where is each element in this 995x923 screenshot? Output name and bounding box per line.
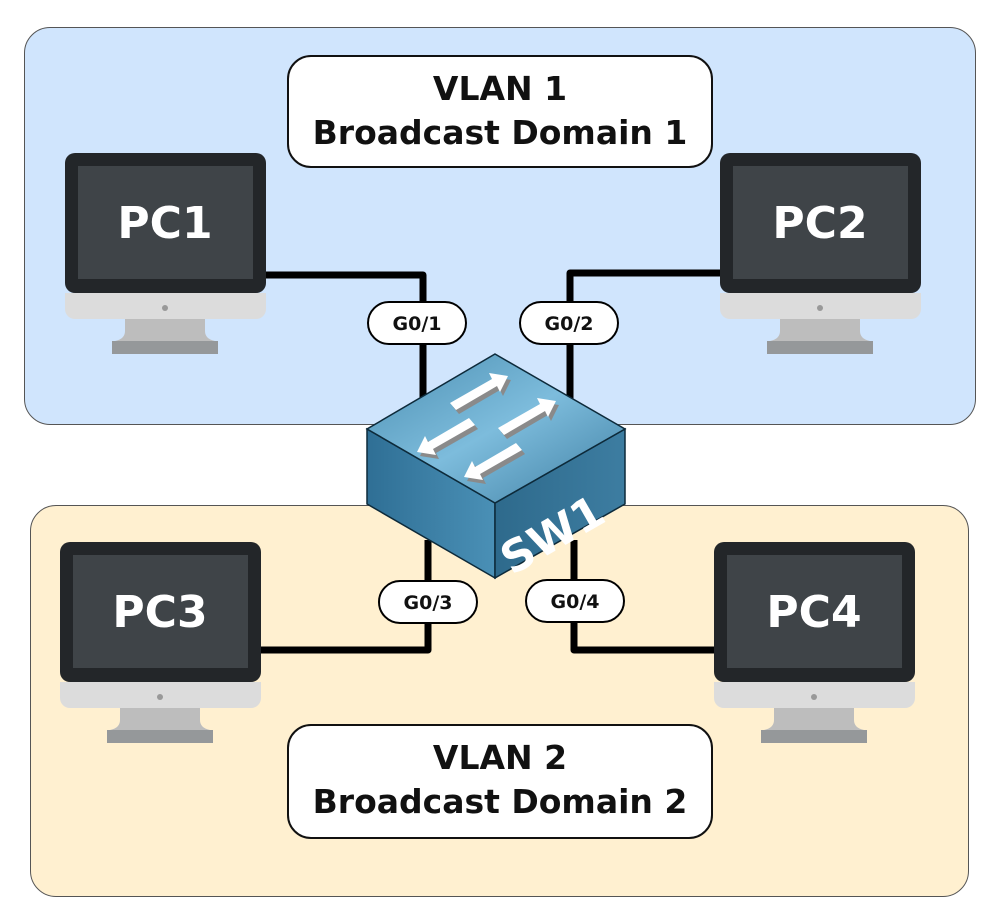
pc2-label: PC2 <box>772 198 867 249</box>
cable-pc3 <box>260 540 432 654</box>
monitor-screen <box>733 166 908 279</box>
power-led-icon <box>157 694 163 700</box>
pc4-label: PC4 <box>766 587 861 638</box>
power-led-icon <box>817 305 823 311</box>
port-g0-2-label: G0/2 <box>545 313 594 335</box>
monitor-stand <box>764 708 864 730</box>
monitor-screen <box>78 166 253 279</box>
port-g0-4: G0/4 <box>525 579 625 623</box>
vlan1-label-box: VLAN 1 Broadcast Domain 1 <box>287 55 713 168</box>
port-g0-1-label: G0/1 <box>393 313 442 335</box>
pc3[interactable]: PC3 <box>60 542 261 743</box>
vlan1-title: VLAN 1 <box>432 69 568 108</box>
pc1[interactable]: PC1 <box>65 153 266 354</box>
monitor-stand <box>770 319 870 341</box>
cable-pc1 <box>265 271 427 400</box>
monitor-base <box>761 730 867 743</box>
monitor-screen <box>73 555 248 668</box>
power-led-icon <box>811 694 817 700</box>
port-g0-2: G0/2 <box>519 301 619 345</box>
monitor-base <box>767 341 873 354</box>
pc1-label: PC1 <box>117 198 212 249</box>
pc2[interactable]: PC2 <box>720 153 921 354</box>
cable-pc4 <box>570 540 714 654</box>
port-g0-4-label: G0/4 <box>551 591 600 613</box>
switch-arrows-icon <box>417 373 559 484</box>
cable-pc2 <box>566 269 720 400</box>
monitor-base <box>112 341 218 354</box>
pc3-label: PC3 <box>112 587 207 638</box>
port-g0-3-label: G0/3 <box>404 592 453 614</box>
monitor-stand <box>110 708 210 730</box>
cables <box>260 269 720 654</box>
vlan2-label-box: VLAN 2 Broadcast Domain 2 <box>287 724 713 839</box>
port-g0-3: G0/3 <box>378 580 478 624</box>
pc4[interactable]: PC4 <box>714 542 915 743</box>
switch-sw1[interactable]: SW1 <box>365 353 627 585</box>
monitor-stand <box>115 319 215 341</box>
vlan2-title: VLAN 2 <box>432 738 568 777</box>
monitor-screen <box>727 555 902 668</box>
vlan1-subtitle: Broadcast Domain 1 <box>312 113 688 152</box>
vlan2-subtitle: Broadcast Domain 2 <box>312 782 688 821</box>
monitor-base <box>107 730 213 743</box>
port-g0-1: G0/1 <box>367 301 467 345</box>
power-led-icon <box>162 305 168 311</box>
switch-top-face <box>365 353 627 504</box>
